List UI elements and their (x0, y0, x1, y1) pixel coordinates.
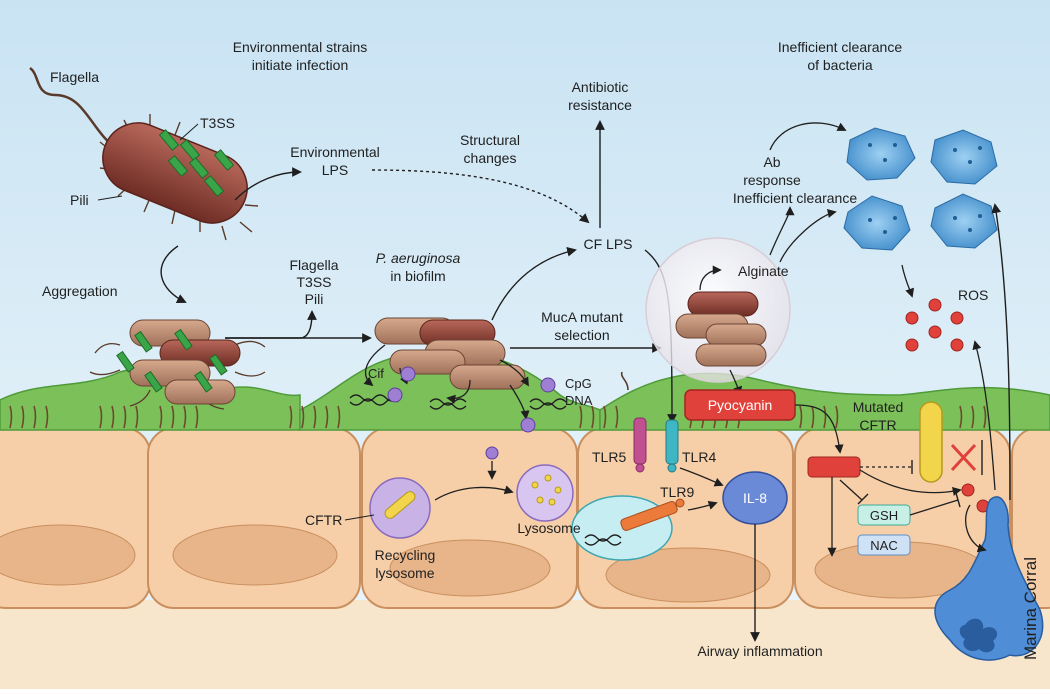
cell-nucleus (172, 524, 338, 586)
pa-biofilm-label-2: in biofilm (390, 268, 445, 284)
multilobed-nucleus (959, 618, 998, 653)
antibiotic-label-2: resistance (568, 97, 632, 113)
cell-nucleus (605, 547, 771, 603)
nac-label: NAC (870, 538, 897, 553)
structural-label-1: Structural (460, 132, 520, 148)
intracellular-pyocyanin (807, 456, 861, 478)
cell-nucleus (0, 524, 136, 586)
aggregation-label: Aggregation (42, 283, 118, 299)
nac-box (857, 534, 911, 556)
tlr4-label: TLR4 (682, 449, 716, 465)
cf-lps-label: CF LPS (583, 236, 632, 252)
gsh-label: GSH (870, 508, 898, 523)
aggregation-arrow (160, 245, 187, 304)
ab-label-2: response (743, 172, 801, 188)
env-strains-title-line2: initiate infection (252, 57, 349, 73)
cif-protein (387, 387, 403, 403)
mucoid-bacteria (675, 291, 767, 367)
tlr4-receptor (665, 419, 679, 473)
pa-biofilm-label-1: P. aeruginosa (376, 250, 461, 266)
cif-protein (400, 366, 416, 382)
cftr-label: CFTR (305, 512, 342, 528)
biofilm-bacteria (374, 317, 526, 390)
recycling-label-2: lysosome (375, 565, 434, 581)
mutated-cftr-label-2: CFTR (859, 417, 896, 433)
ros-particles (905, 298, 964, 352)
env-strains-title-line1: Environmental strains (233, 39, 368, 55)
mutated-cftr-label-1: Mutated (853, 399, 904, 415)
il8-label: IL-8 (743, 490, 767, 506)
cif-protein (520, 417, 536, 433)
pyocyanin-label: Pyocyanin (708, 397, 773, 413)
flagella-label: Flagella (50, 69, 99, 85)
epithelial-cell-layer (0, 427, 1050, 609)
tlr5-label: TLR5 (592, 449, 626, 465)
tlr9-receptor (620, 501, 678, 531)
tlr5-receptor (620, 371, 647, 473)
pili-label: Pili (70, 192, 89, 208)
t3ss-needles (158, 129, 235, 197)
artist-credit: Marina Corral (1021, 557, 1040, 660)
opsonized-bacteria-clusters (843, 127, 998, 251)
bacterial-aggregate (89, 319, 266, 410)
tlr9-label: TLR9 (660, 484, 694, 500)
cf-lps-arrow (491, 246, 577, 321)
muca-label-2: selection (554, 327, 609, 343)
cftr-protein (384, 491, 416, 519)
t3ss-label: T3SS (200, 115, 235, 131)
antibiotic-label-1: Antibiotic (572, 79, 629, 95)
flagella-list-3: Pili (305, 291, 324, 307)
muca-label-1: MucA mutant (541, 309, 623, 325)
submucosa-background (0, 600, 1050, 689)
inefficient-title-1: Inefficient clearance (778, 39, 902, 55)
ros-label: ROS (958, 287, 988, 303)
lysosome (516, 464, 574, 522)
cell-nucleus (389, 539, 551, 597)
ab-label-1: Ab (763, 154, 780, 170)
env-lps-label-1: Environmental (290, 144, 380, 160)
bacterium-body (102, 122, 248, 224)
cif-label: Cif (368, 366, 384, 381)
inefficient-title-2: of bacteria (807, 57, 873, 73)
inefficient-label-1: Inefficient clearance (733, 190, 857, 206)
structural-label-2: changes (464, 150, 517, 166)
alginate-label: Alginate (738, 263, 789, 279)
env-lps-label-2: LPS (322, 162, 348, 178)
recycling-label-1: Recycling (375, 547, 436, 563)
cilia (9, 405, 987, 429)
flagella-list-1: Flagella (289, 257, 338, 273)
lysosome-label: Lysosome (517, 520, 581, 536)
cpg-label-1: CpG (565, 376, 592, 391)
flagellum (29, 66, 119, 152)
degraded-cftr-fragments (531, 474, 562, 506)
cpg-label-2: DNA (565, 393, 593, 408)
cif-internalized (485, 446, 499, 460)
cpg-dna-particle (540, 377, 556, 393)
mutated-cftr-channel (919, 401, 943, 483)
env-lps-arrow (234, 167, 302, 201)
ros-particle (961, 483, 975, 497)
airway-inflammation-label: Airway inflammation (697, 643, 822, 659)
planktonic-bacterium (29, 66, 259, 241)
structural-change-arrow (371, 169, 590, 224)
flagella-list-2: T3SS (296, 274, 331, 290)
